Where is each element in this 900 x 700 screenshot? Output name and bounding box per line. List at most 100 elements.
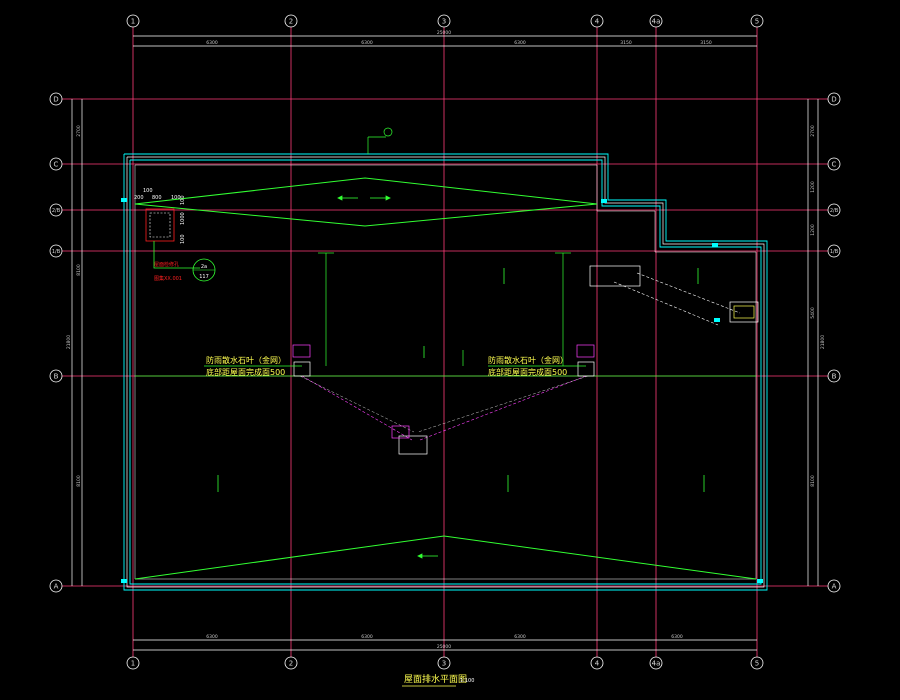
axis-bubble-bottom-5: 5: [750, 656, 764, 670]
detail-dim-side: 100: [180, 195, 186, 205]
axis-bubble-top-3: 3: [437, 14, 451, 28]
dim-left-total: 21800: [66, 335, 72, 349]
axis-label: A: [54, 583, 59, 591]
drainage-dashed-lines: [299, 272, 741, 441]
slope-arrows: [217, 195, 705, 559]
scupper-detail: 100 200 800 100 100 1000 100 屋面检修孔 图集XX.…: [134, 188, 216, 282]
axis-label: B: [54, 373, 59, 381]
dim-right-total: 21800: [820, 335, 826, 349]
axis-label: 1/B: [830, 249, 839, 255]
drain-left: [293, 361, 311, 377]
bottom-ridge: [134, 535, 757, 580]
roof-drains: [292, 265, 759, 455]
title-scale: 1:100: [460, 678, 474, 684]
drain-center: [398, 435, 428, 455]
axis-label: 5: [755, 18, 759, 26]
axis-label: 1/B: [52, 249, 61, 255]
axis-label: 1: [131, 18, 135, 26]
detail-dim-top: 100: [171, 195, 181, 201]
axis-label: 5: [755, 660, 759, 668]
dim-bottom-total: 25000: [437, 644, 451, 650]
dim-top-seg: 6300: [361, 40, 373, 46]
axis-label: C: [832, 161, 837, 169]
parapet-inner: [129, 159, 762, 585]
axis-bubble-bottom-2: 2: [284, 656, 298, 670]
dimension-texts: 25000 6300 6300 6300 3150 3150 25000 630…: [66, 30, 826, 650]
axis-label: 2: [289, 18, 293, 26]
axis-label: D: [831, 96, 836, 104]
dim-top-seg: 3150: [620, 40, 632, 46]
axis-bubble-right-1B: 1/B: [827, 244, 841, 258]
section-ref-top: 2a: [201, 264, 207, 270]
dim-bottom-seg: 6300: [361, 634, 373, 640]
axis-bubble-top-2: 2: [284, 14, 298, 28]
axis-bubble-right-B: B: [827, 369, 841, 383]
dim-top-seg: 3150: [700, 40, 712, 46]
parapet-mid: [126, 156, 765, 588]
axis-label: 2/B: [52, 208, 61, 214]
axis-bubble-right-C: C: [827, 157, 841, 171]
axis-bubble-bottom-4a: 4a: [649, 656, 663, 670]
axis-bubble-right-2B: 2/B: [827, 203, 841, 217]
detail-dim-side: 100: [180, 234, 186, 244]
axis-bubble-right-A: A: [827, 579, 841, 593]
dim-bottom-seg: 6300: [671, 634, 683, 640]
dim-top-seg: 6300: [206, 40, 218, 46]
axis-bubble-left-A: A: [49, 579, 63, 593]
dim-right-seg: 5400: [810, 307, 816, 319]
corner-markers: [121, 198, 763, 583]
axis-bubble-top-5: 5: [750, 14, 764, 28]
dim-bottom-seg: 6300: [206, 634, 218, 640]
axis-bubble-bottom-4: 4: [590, 656, 604, 670]
note-right-1: 防雨散水石叶（金网）: [488, 355, 568, 365]
axis-bubble-left-2B: 2/B: [49, 203, 63, 217]
detail-dim-top: 800: [152, 195, 162, 201]
dim-right-seg: 2700: [810, 125, 816, 137]
dim-right-seg: 8100: [810, 475, 816, 487]
parapet-outline: [123, 153, 768, 591]
north-ref-circle: [383, 127, 393, 137]
dimension-lines: [71, 35, 819, 651]
dim-left-seg: 2700: [76, 125, 82, 137]
axis-label: 4a: [652, 660, 661, 668]
axis-label: 3: [442, 18, 446, 26]
parapet-edge: [134, 164, 757, 580]
axis-label: 1: [131, 660, 135, 668]
axis-bubble-left-D: D: [49, 92, 63, 106]
drain-upper-right: [589, 265, 641, 287]
axis-bubble-left-C: C: [49, 157, 63, 171]
drawing-title: 屋面排水平面图 1:100: [402, 673, 474, 687]
dim-bottom-seg: 6300: [514, 634, 526, 640]
dim-right-seg: 1200: [810, 181, 816, 193]
note-left-1: 防雨散水石叶（金网）: [206, 355, 286, 365]
drain-right: [577, 361, 595, 377]
title-text: 屋面排水平面图: [404, 673, 467, 685]
section-ref-bottom: 117: [199, 274, 209, 280]
axis-label: A: [832, 583, 837, 591]
axis-label: D: [53, 96, 58, 104]
axis-label: C: [54, 161, 59, 169]
detail-dim-top: 100: [143, 188, 153, 194]
axis-label: 4: [595, 660, 600, 668]
annotation-leaders: [204, 136, 586, 367]
dim-right-seg: 1200: [810, 224, 816, 236]
top-ridge-diamond: [134, 177, 598, 227]
axis-label: 2: [289, 660, 293, 668]
detail-dim-top: 200: [134, 195, 144, 201]
roof-slope-lines: [134, 177, 757, 580]
axis-label: B: [832, 373, 837, 381]
axis-bubble-bottom-3: 3: [437, 656, 451, 670]
axis-bubble-left-B: B: [49, 369, 63, 383]
axis-label: 4: [595, 18, 600, 26]
parapet-outer: [123, 153, 768, 591]
dim-left-seg: 8100: [76, 475, 82, 487]
drain-right-box: [729, 301, 759, 323]
axis-bubbles: 1 2 3 4 4a 5 1 2 3 4 4a 5 D C 2/B 1/B B …: [49, 14, 841, 670]
notes: 防雨散水石叶（金网） 底部距屋面完成面500 防雨散水石叶（金网） 底部距屋面完…: [206, 355, 568, 377]
note-left-2: 底部距屋面完成面500: [206, 367, 285, 377]
axis-bubble-right-D: D: [827, 92, 841, 106]
axis-bubble-top-4: 4: [590, 14, 604, 28]
axis-label: 4a: [652, 18, 661, 26]
axis-bubble-left-1B: 1/B: [49, 244, 63, 258]
